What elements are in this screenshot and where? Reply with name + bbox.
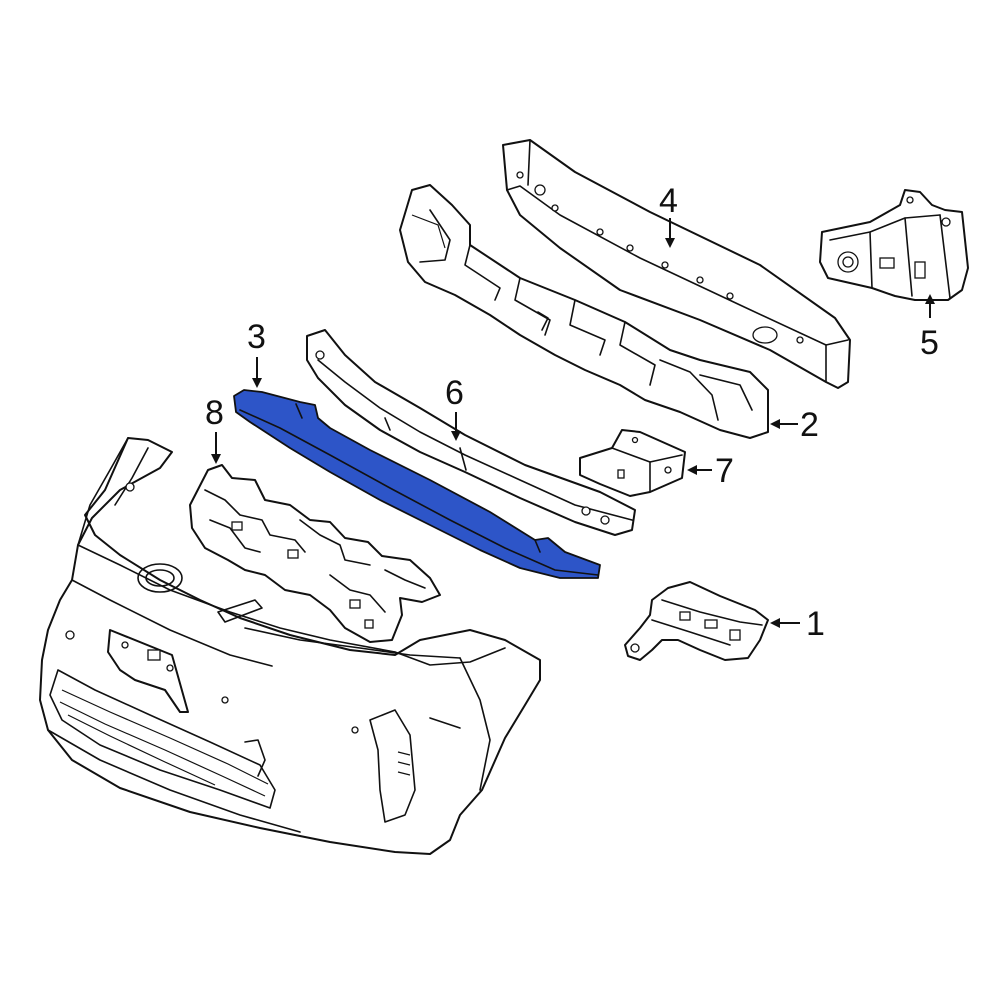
bumper-cover[interactable] bbox=[39, 437, 541, 855]
callout-6: 6 bbox=[445, 374, 464, 441]
part-7-bracket[interactable] bbox=[579, 429, 686, 497]
part-2-absorber[interactable] bbox=[399, 184, 769, 439]
callout-2: 2 bbox=[770, 406, 819, 444]
callout-3-number: 3 bbox=[247, 318, 266, 356]
callout-8-number: 8 bbox=[205, 394, 224, 432]
callout-5: 5 bbox=[920, 294, 939, 362]
part-5-bracket[interactable] bbox=[819, 189, 969, 301]
part-4-reinforcement[interactable] bbox=[502, 139, 851, 389]
callout-2-number: 2 bbox=[800, 406, 819, 444]
part-3-highlighted-absorber[interactable] bbox=[233, 389, 601, 579]
part-8-support[interactable] bbox=[189, 464, 441, 643]
callout-8: 8 bbox=[205, 394, 224, 464]
callout-6-number: 6 bbox=[445, 374, 464, 412]
callout-1-number: 1 bbox=[806, 605, 825, 643]
callout-1: 1 bbox=[770, 605, 825, 643]
callout-4-number: 4 bbox=[659, 182, 678, 220]
callout-4: 4 bbox=[659, 182, 678, 248]
part-1-side-bracket[interactable] bbox=[624, 581, 769, 661]
callout-5-number: 5 bbox=[920, 324, 939, 362]
callout-7-number: 7 bbox=[715, 452, 734, 490]
callout-7: 7 bbox=[687, 452, 734, 490]
callout-3: 3 bbox=[247, 318, 266, 388]
part-6-beam[interactable] bbox=[306, 329, 636, 536]
